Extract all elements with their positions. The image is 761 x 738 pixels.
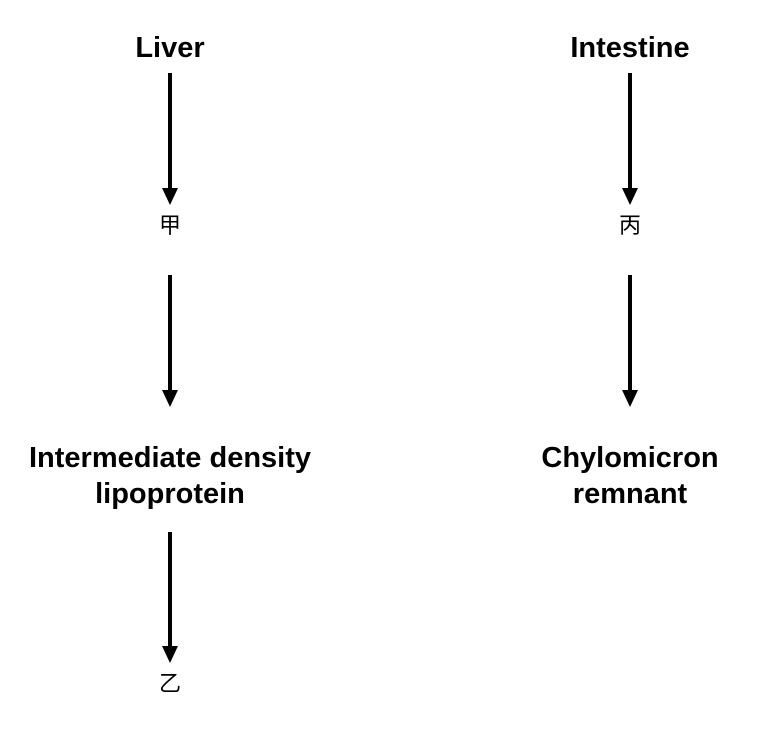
arrow-jia-to-idl: [162, 275, 178, 407]
idl-label-line-2: lipoprotein: [95, 478, 245, 510]
idl-label: Intermediate density lipoprotein: [0, 440, 340, 512]
intestine-label: Intestine: [570, 32, 690, 64]
bing-label: 丙: [618, 214, 641, 239]
chylomicron-remnant-line-2: remnant: [572, 478, 688, 510]
idl-label-line-1: Intermediate density: [28, 442, 312, 474]
liver-label: Liver: [135, 32, 205, 64]
arrow-intestine-to-bing: [622, 73, 638, 205]
chylomicron-remnant-line-1: Chylomicron: [541, 442, 719, 474]
chylomicron-remnant-label: Chylomicron remnant: [510, 440, 750, 512]
arrow-idl-to-yi: [162, 532, 178, 663]
jia-label: 甲: [158, 214, 181, 239]
arrow-bing-to-chylomicron-remnant: [622, 275, 638, 407]
arrow-liver-to-jia: [162, 73, 178, 205]
yi-label: 乙: [158, 672, 181, 697]
